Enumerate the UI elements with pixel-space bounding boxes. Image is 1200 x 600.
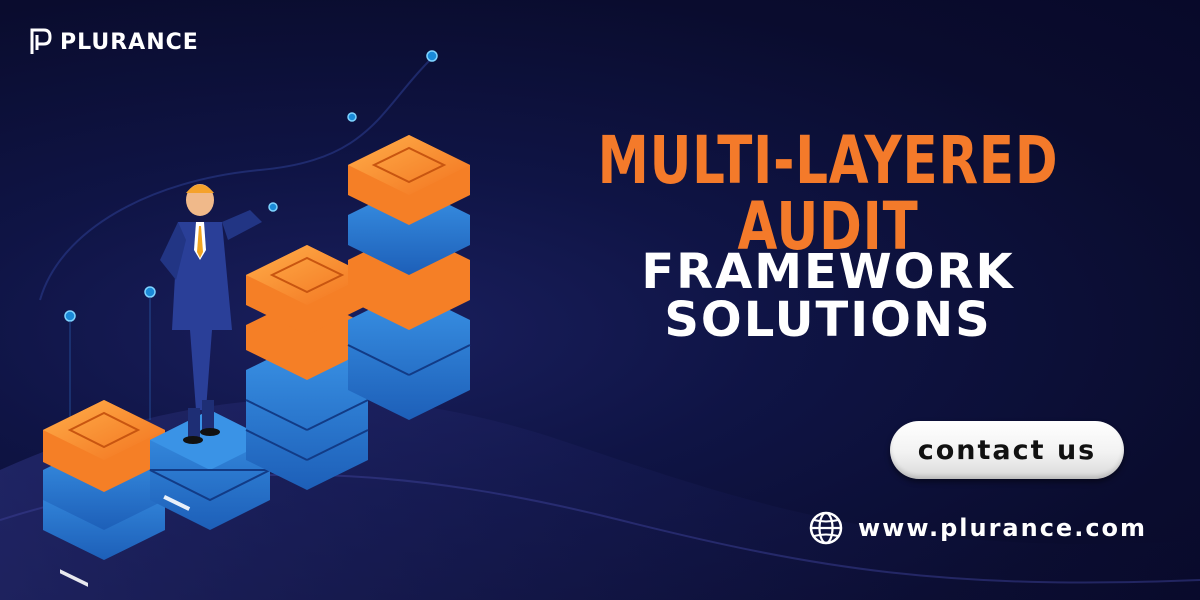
brand-logo[interactable]: PLURANCE xyxy=(30,28,199,56)
brand-name: PLURANCE xyxy=(60,29,199,55)
p-logo-icon xyxy=(30,28,52,54)
globe-icon xyxy=(809,511,843,545)
website-link[interactable]: www.plurance.com xyxy=(808,510,1147,546)
headline-line-1: MULTI-LAYERED AUDIT xyxy=(597,122,1059,265)
website-url: www.plurance.com xyxy=(858,514,1148,542)
contact-us-button[interactable]: contact us xyxy=(890,421,1124,479)
headline-line-2: FRAMEWORK SOLUTIONS xyxy=(641,244,1015,348)
